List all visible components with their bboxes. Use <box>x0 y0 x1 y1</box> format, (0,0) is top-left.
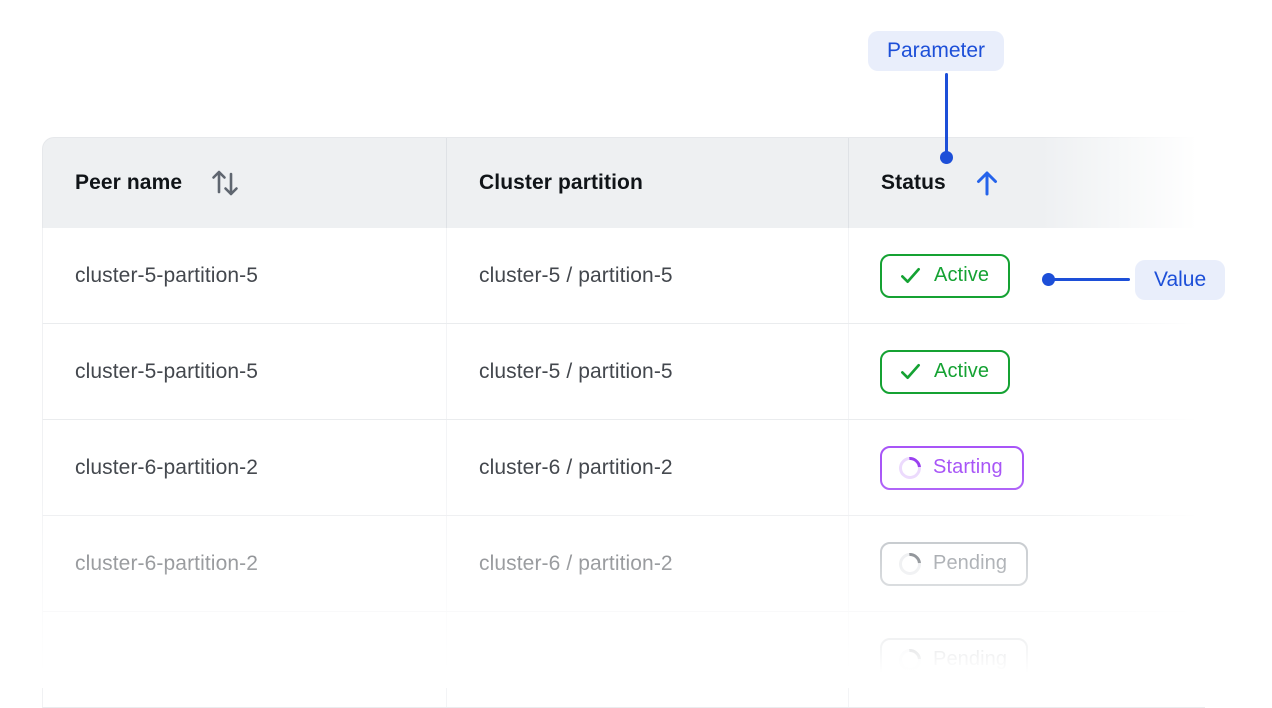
peer-name-cell <box>43 612 446 707</box>
column-header-status-label: Status <box>881 171 946 194</box>
status-badge: Active <box>880 253 1011 298</box>
column-header-cluster-partition[interactable]: Cluster partition <box>446 138 848 228</box>
value-callout-label: Value <box>1135 260 1226 300</box>
status-badge-label: Active <box>934 264 990 286</box>
status-badge-label: Active <box>934 360 990 382</box>
cluster-partition-cell: cluster-6 / partition-2 <box>446 420 848 515</box>
check-icon <box>901 363 920 380</box>
table-header: Peer name Cluster partition Status <box>42 137 1205 228</box>
peer-name-text: cluster-6-partition-2 <box>75 551 258 575</box>
column-header-peer-name-label: Peer name <box>75 171 183 194</box>
parameter-callout-text: Parameter <box>887 39 986 62</box>
column-header-peer-name[interactable]: Peer name <box>43 138 446 228</box>
column-header-status[interactable]: Status <box>848 138 1205 228</box>
status-badge-label: Pending <box>933 648 1008 670</box>
status-cell: Starting <box>848 420 1205 515</box>
value-callout-text: Value <box>1154 268 1207 291</box>
peers-table: Peer name Cluster partition Status clust… <box>42 137 1205 708</box>
peer-name-cell: cluster-5-partition-5 <box>43 228 446 323</box>
peer-name-text: cluster-5-partition-5 <box>75 359 258 383</box>
column-header-cluster-partition-label: Cluster partition <box>479 171 643 194</box>
table-row[interactable]: cluster-5-partition-5 cluster-5 / partit… <box>42 228 1205 324</box>
table-row[interactable]: Pending <box>42 612 1205 708</box>
cluster-partition-cell: cluster-6 / partition-2 <box>446 516 848 611</box>
status-badge: Active <box>880 349 1011 394</box>
parameter-connector-dot <box>940 151 953 164</box>
cluster-partition-text: cluster-5 / partition-5 <box>479 359 673 383</box>
parameter-callout-label: Parameter <box>868 31 1005 71</box>
sort-asc-icon <box>976 171 997 196</box>
status-badge: Pending <box>880 637 1029 682</box>
table-row[interactable]: cluster-6-partition-2 cluster-6 / partit… <box>42 516 1205 612</box>
status-cell: Active <box>848 228 1205 323</box>
peer-name-cell: cluster-6-partition-2 <box>43 516 446 611</box>
spinner-icon <box>894 644 926 675</box>
cluster-partition-text: cluster-6 / partition-2 <box>479 455 673 479</box>
peer-name-text: cluster-5-partition-5 <box>75 263 258 287</box>
cluster-partition-cell: cluster-5 / partition-5 <box>446 324 848 419</box>
cluster-partition-cell: cluster-5 / partition-5 <box>446 228 848 323</box>
value-connector-line <box>1052 278 1130 281</box>
status-badge: Pending <box>880 541 1029 586</box>
peer-name-cell: cluster-6-partition-2 <box>43 420 446 515</box>
sort-both-icon <box>212 170 238 196</box>
spinner-icon <box>894 548 926 579</box>
status-cell: Pending <box>848 516 1205 611</box>
table-body: cluster-5-partition-5 cluster-5 / partit… <box>42 228 1205 708</box>
peer-name-text: cluster-6-partition-2 <box>75 455 258 479</box>
cluster-partition-text: cluster-6 / partition-2 <box>479 551 673 575</box>
status-cell: Active <box>848 324 1205 419</box>
table-row[interactable]: cluster-6-partition-2 cluster-6 / partit… <box>42 420 1205 516</box>
table-row[interactable]: cluster-5-partition-5 cluster-5 / partit… <box>42 324 1205 420</box>
spinner-icon <box>894 452 926 483</box>
parameter-connector-line <box>945 73 948 153</box>
status-badge: Starting <box>880 445 1024 490</box>
check-icon <box>901 267 920 284</box>
cluster-partition-cell <box>446 612 848 707</box>
status-badge-label: Pending <box>933 552 1008 574</box>
peer-name-cell: cluster-5-partition-5 <box>43 324 446 419</box>
cluster-partition-text: cluster-5 / partition-5 <box>479 263 673 287</box>
status-badge-label: Starting <box>933 456 1003 478</box>
status-cell: Pending <box>848 612 1205 707</box>
